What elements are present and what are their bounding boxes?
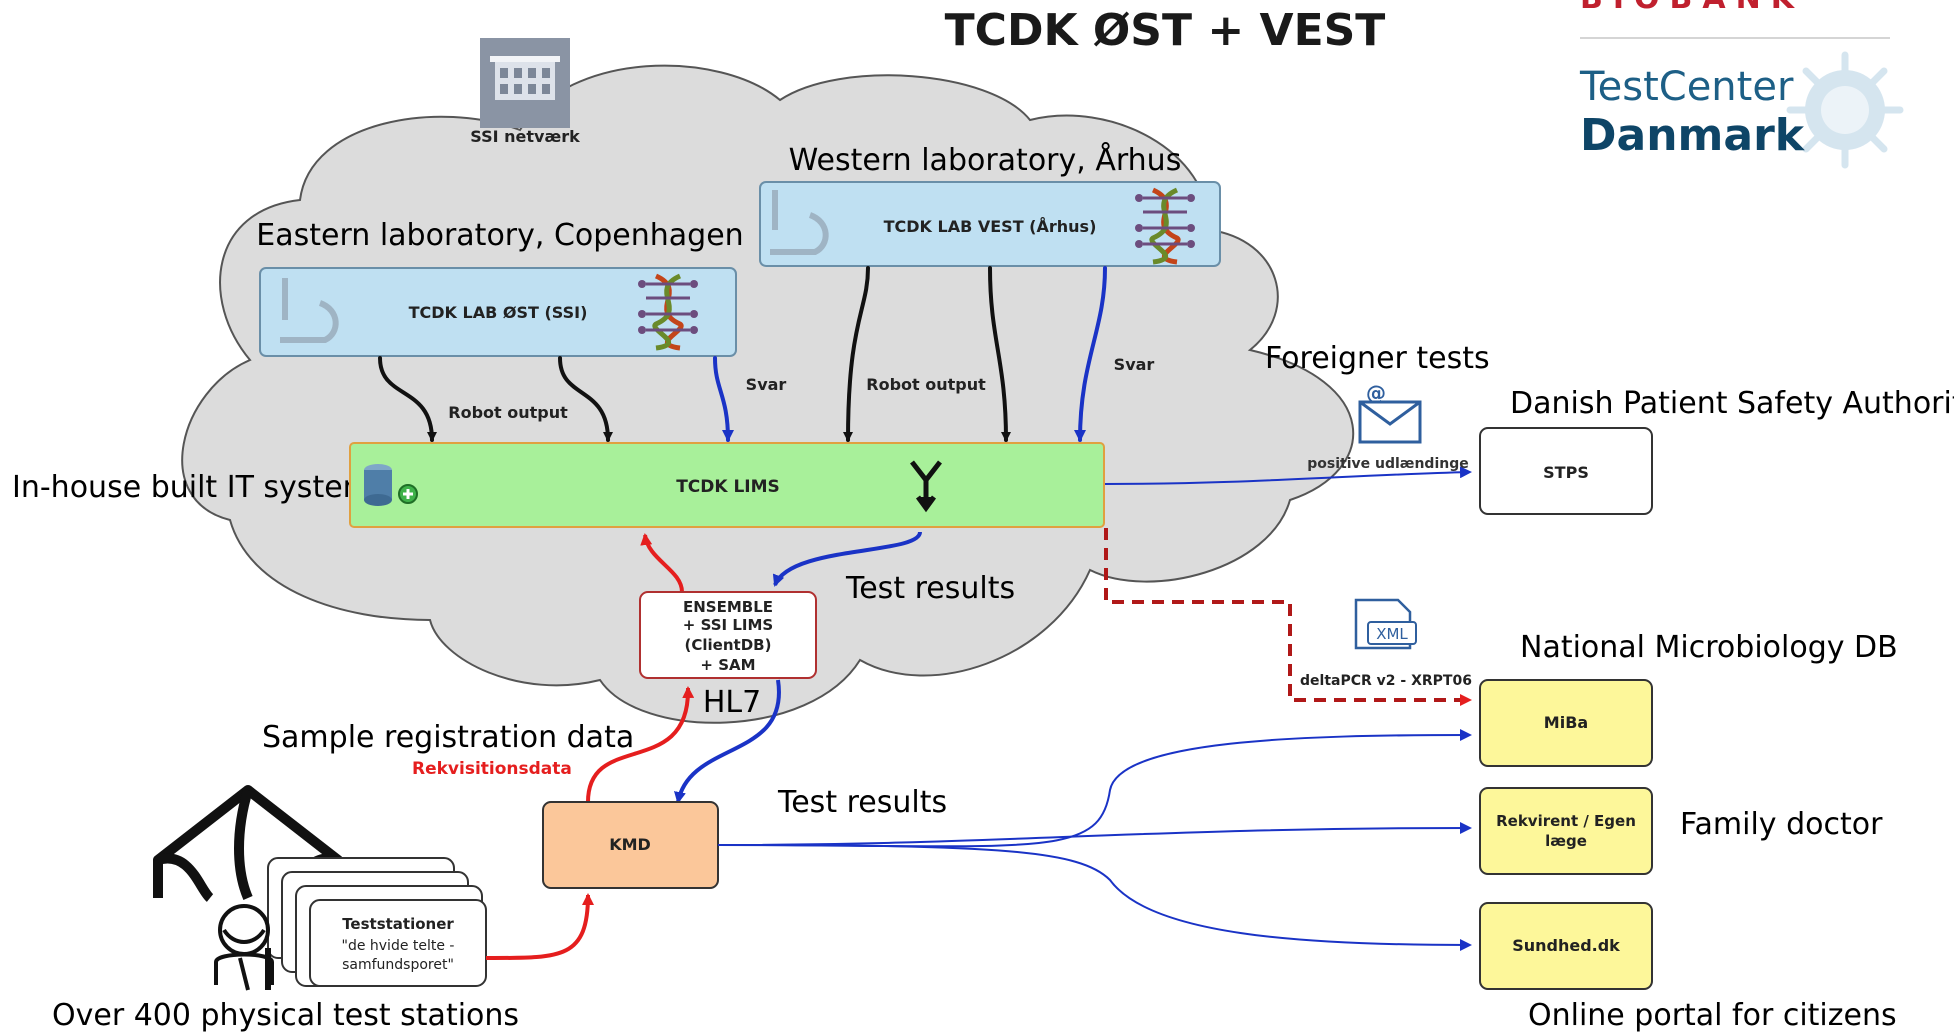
logo-line1: TestCenter: [1579, 64, 1794, 110]
kmd-label: KMD: [609, 835, 651, 854]
dna-icon: [1135, 187, 1195, 265]
west-robot-arrow-2: [988, 266, 1011, 442]
west-lab-box[interactable]: TCDK LAB VEST (Århus): [759, 181, 1221, 267]
test-results-lower-label: Test results: [777, 785, 947, 820]
stps-box[interactable]: STPS: [1479, 427, 1653, 515]
xml-icon-text: XML: [1376, 625, 1408, 643]
microscope-icon: [770, 190, 829, 255]
test-stations-caption: Over 400 physical test stations: [52, 998, 519, 1033]
east-lab-label: TCDK LAB ØST (SSI): [409, 303, 588, 322]
lims-to-miba-dashed-arrow: [1104, 528, 1472, 706]
lims-to-stps-arrow: [1104, 466, 1472, 485]
ensemble-to-lims-arrow: [640, 533, 684, 593]
foreigner-tests-label: Foreigner tests: [1265, 341, 1490, 376]
stps-label: STPS: [1543, 463, 1589, 482]
email-icon: @: [1358, 381, 1422, 444]
label-robot-output-east: Robot output: [448, 403, 568, 422]
teststations-line-2: "de hvide telte -: [342, 938, 455, 954]
ensemble-line-4: + SAM: [700, 656, 755, 674]
svg-text:@: @: [1366, 381, 1386, 405]
in-house-label: In-house built IT system: [12, 470, 372, 505]
east-svar-arrow: [713, 356, 734, 442]
sundhed-label: Sundhed.dk: [1512, 936, 1620, 955]
page-title: TCDK ØST + VEST: [945, 5, 1386, 56]
positive-udlaendinge-label: positive udlændinge: [1307, 456, 1469, 472]
dna-icon: [638, 273, 698, 351]
xml-file-icon: XML: [1354, 598, 1417, 650]
merge-icon: [910, 460, 942, 513]
teststations-line-3: samfundsporet": [342, 957, 454, 973]
ensemble-to-kmd-arrow: [674, 679, 781, 804]
hl7-label: HL7: [703, 685, 761, 720]
deltapcr-label: deltaPCR v2 - XRPT06: [1300, 673, 1472, 689]
ensemble-line-2: + SSI LIMS: [683, 616, 773, 634]
west-lab-heading: Western laboratory, Århus: [789, 142, 1182, 178]
ssi-building: SSI netværk: [470, 38, 580, 146]
rekvisitionsdata-label: Rekvisitionsdata: [412, 759, 572, 779]
kmd-box[interactable]: KMD: [542, 801, 719, 889]
microscope-icon: [280, 278, 339, 343]
kmd-to-ensemble-arrow: [586, 686, 695, 803]
kmd-to-sundhed-arrow: [717, 844, 1472, 951]
east-robot-arrow-1: [378, 356, 437, 442]
label-robot-output-west: Robot output: [866, 375, 986, 394]
lims-to-ensemble-arrow: [772, 531, 922, 587]
west-robot-arrow-1: [843, 266, 870, 442]
miba-caption: National Microbiology DB: [1520, 630, 1898, 665]
logo-top-partial: BIOBANK: [1580, 0, 1804, 16]
family-doctor-label: Family doctor: [1680, 807, 1883, 842]
lims-box[interactable]: TCDK LIMS: [349, 442, 1105, 528]
test-results-upper-label: Test results: [845, 571, 1015, 606]
online-portal-label: Online portal for citizens: [1528, 998, 1897, 1033]
person-swab-icon: [214, 904, 274, 991]
kmd-to-rekvirent-arrow: [717, 822, 1472, 846]
east-lab-box[interactable]: TCDK LAB ØST (SSI): [259, 267, 737, 357]
east-robot-arrow-2: [558, 356, 613, 442]
east-lab-heading: Eastern laboratory, Copenhagen: [256, 218, 743, 253]
ssi-label: SSI netværk: [470, 127, 580, 146]
logo-line2: Danmark: [1580, 110, 1806, 161]
lims-label: TCDK LIMS: [676, 477, 780, 497]
west-lab-label: TCDK LAB VEST (Århus): [884, 217, 1097, 236]
rekvirent-line-1: Rekvirent / Egen: [1496, 812, 1636, 830]
kmd-to-miba-arrow: [717, 729, 1472, 848]
miba-box[interactable]: MiBa: [1479, 679, 1653, 767]
west-svar-arrow: [1074, 266, 1107, 442]
teststations-to-kmd-arrow: [485, 893, 594, 961]
ensemble-line-3: (ClientDB): [685, 636, 772, 654]
rekvirent-line-2: læge: [1545, 832, 1587, 850]
ensemble-line-1: ENSEMBLE: [683, 598, 773, 616]
testcenter-logo: BIOBANK TestCenter Danmark: [1579, 0, 1904, 169]
teststations-line-1: Teststationer: [342, 915, 454, 933]
rekvirent-box[interactable]: Rekvirent / Egen læge: [1479, 787, 1653, 875]
ensemble-box[interactable]: ENSEMBLE + SSI LIMS (ClientDB) + SAM: [639, 591, 817, 679]
teststations-box[interactable]: Teststationer "de hvide telte - samfunds…: [309, 899, 487, 987]
miba-label: MiBa: [1544, 713, 1588, 732]
sundhed-box[interactable]: Sundhed.dk: [1479, 902, 1653, 990]
label-svar-west: Svar: [1114, 355, 1155, 374]
database-add-icon: [364, 464, 418, 506]
sample-registration-label: Sample registration data: [262, 720, 634, 755]
virus-icon: [1786, 51, 1904, 169]
test-results-upper-bg: [836, 558, 1024, 614]
label-svar-east: Svar: [746, 375, 787, 394]
stps-caption: Danish Patient Safety Authority: [1510, 386, 1954, 421]
